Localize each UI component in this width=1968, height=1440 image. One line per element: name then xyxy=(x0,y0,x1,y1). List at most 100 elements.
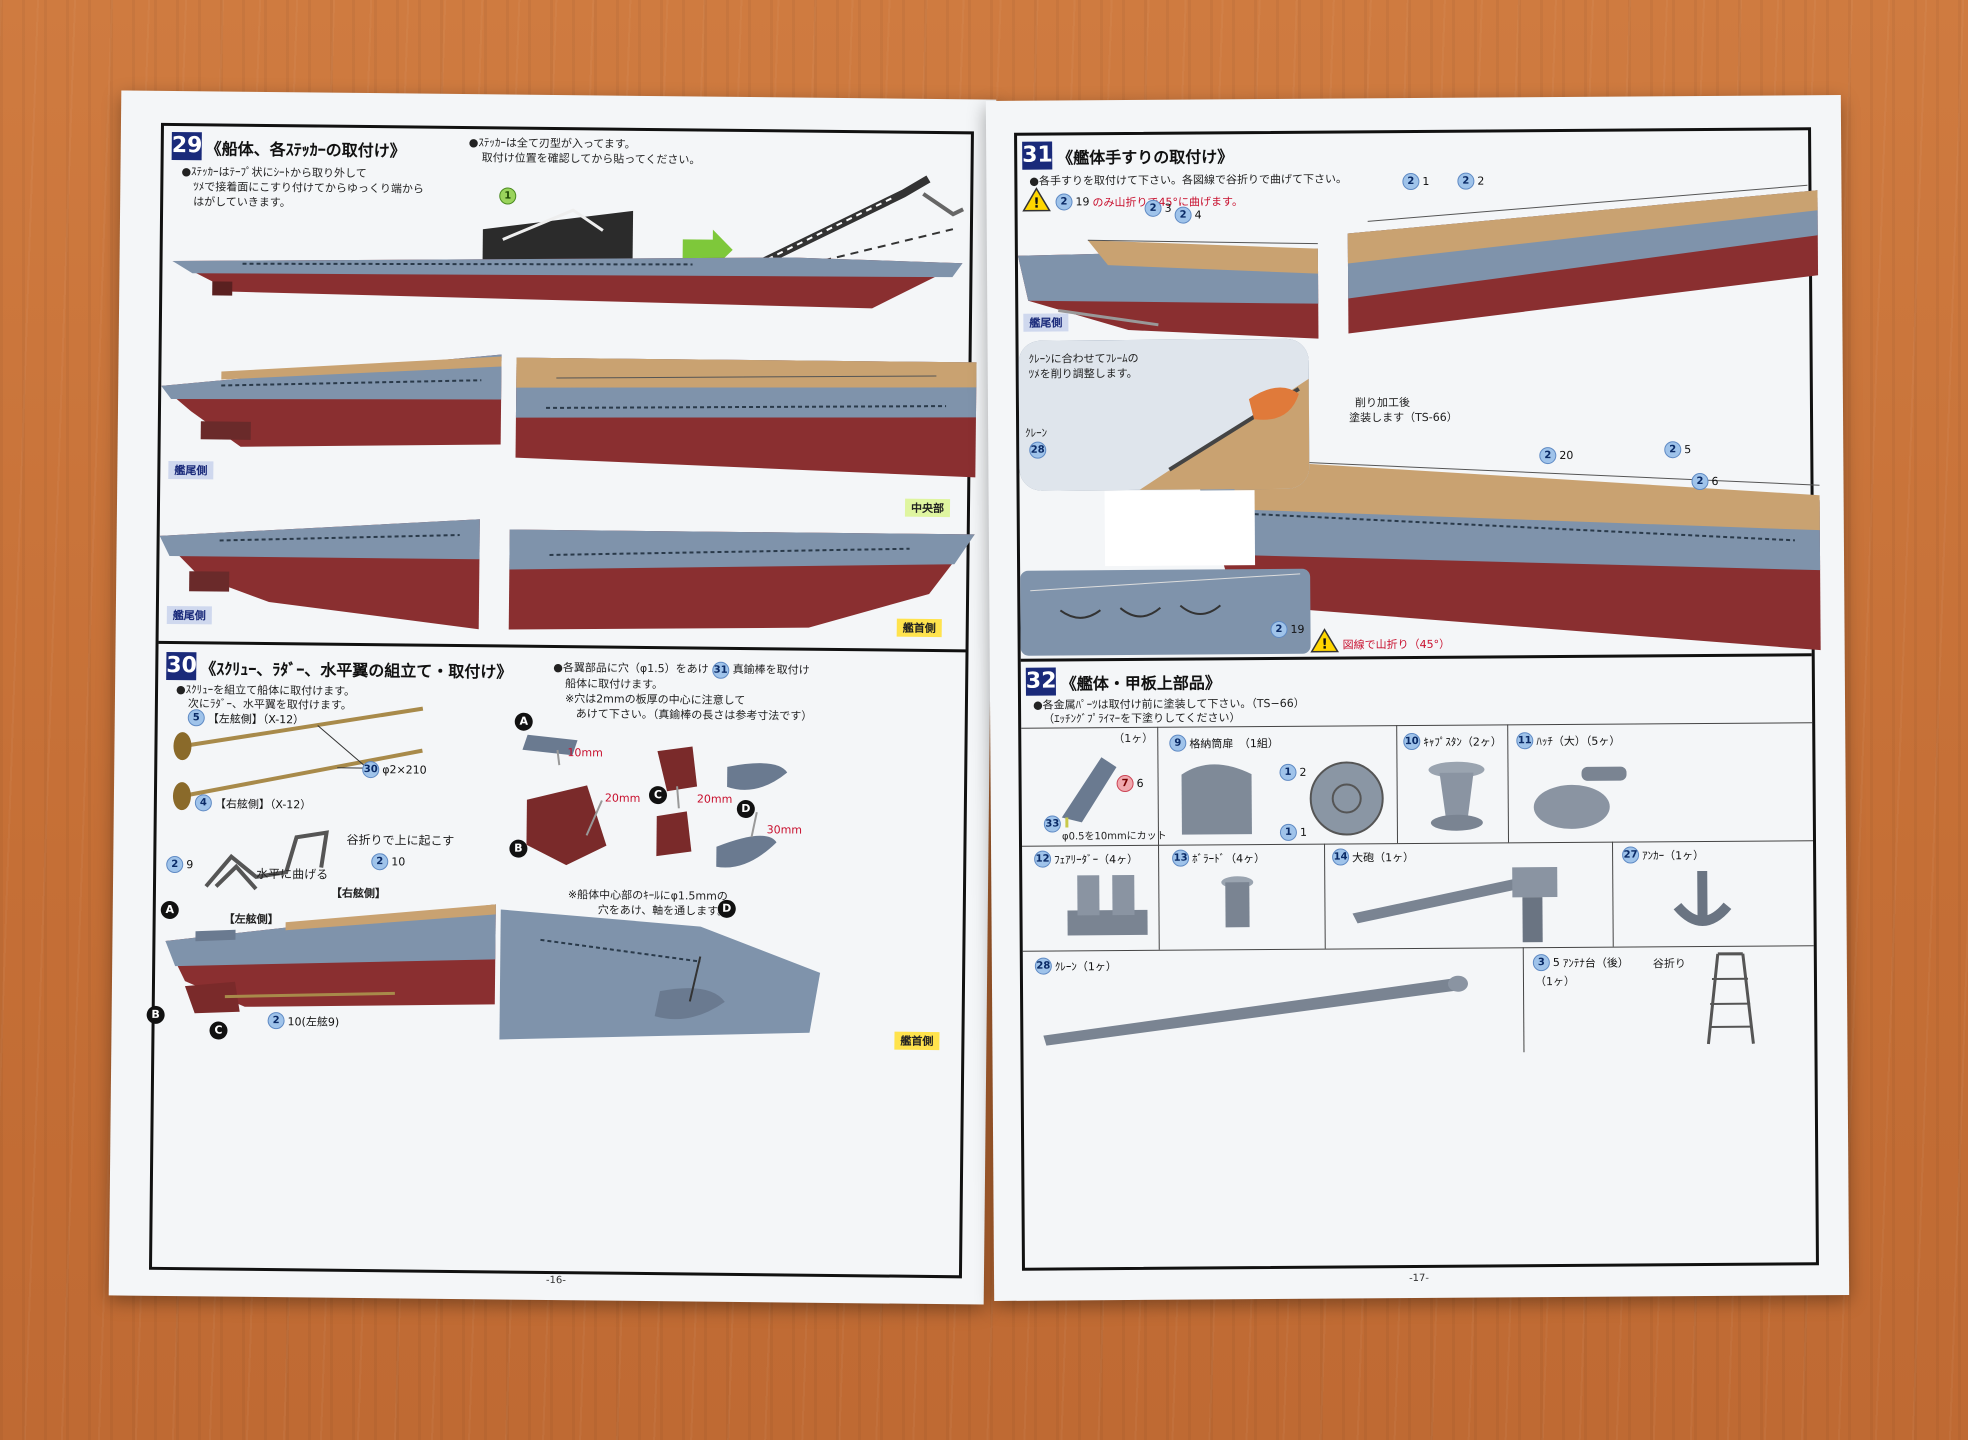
step-30-number: 30 xyxy=(166,652,196,680)
hole-note-1-text: ●各翼部品に穴（φ1.5）をあけ xyxy=(553,661,708,676)
part-2-19-sub: 19 xyxy=(1290,623,1304,636)
cell3-label-text: ｷｬﾌﾟｽﾀﾝ（2ヶ） xyxy=(1423,733,1502,750)
part-4-label: 【右舷側】（X-12） xyxy=(215,795,312,812)
part-number-icon: 27 xyxy=(1622,846,1639,863)
part-2-4: 2 4 xyxy=(1175,206,1202,223)
grid-line-v3 xyxy=(1507,724,1509,842)
part-2-2-sub: 2 xyxy=(1477,175,1484,188)
anchor-part-art xyxy=(1662,866,1742,937)
cell4-label: 11 ﾊｯﾁ（大）（5ヶ） xyxy=(1516,732,1620,750)
step-29-note5: 取付け位置を確認してから貼ってください。 xyxy=(482,150,701,167)
part-number-icon: 11 xyxy=(1516,732,1533,749)
cell8-label: 27 ｱﾝｶｰ（1ヶ） xyxy=(1622,846,1704,864)
handrail-closeup xyxy=(1020,569,1311,656)
label-stern-31: 艦尾側 xyxy=(1023,313,1068,331)
cell2-p1: 1 2 xyxy=(1279,764,1306,781)
part-number-icon: 2 xyxy=(1270,621,1287,638)
part-number-icon: 10 xyxy=(1403,733,1420,750)
step-29-note4: ●ｽﾃｯｶｰは全て刃型が入ってます。 xyxy=(469,135,636,152)
part-number-icon: 30 xyxy=(362,761,379,778)
hole-note-1b-text: 真鍮棒を取付け xyxy=(733,663,810,677)
part-2-3-sub: 3 xyxy=(1165,202,1172,215)
crane-part: 28 xyxy=(1029,442,1046,459)
letter-d-marker: D xyxy=(737,800,755,818)
letter-c-marker: C xyxy=(649,786,667,804)
hole-note-4: あけて下さい。（真鍮棒の長さは参考寸法です） xyxy=(576,706,813,723)
part-2-9: 2 9 xyxy=(166,856,193,873)
part-2-19: 2 19 xyxy=(1270,621,1304,638)
part-number-icon: 2 xyxy=(371,853,388,870)
grid-line-v4 xyxy=(1324,844,1326,949)
cell4-label-text: ﾊｯﾁ（大）（5ヶ） xyxy=(1536,732,1620,749)
grid-line-v2 xyxy=(1396,725,1398,843)
mid-deck-view xyxy=(1347,190,1818,333)
warn2-text: 図線で山折り（45°） xyxy=(1343,637,1451,653)
grid-line-v5 xyxy=(1612,842,1614,947)
part-number-icon: 1 xyxy=(1280,824,1297,841)
part-number-icon: 2 xyxy=(166,856,183,873)
right-side-label: 【右舷側】 xyxy=(331,886,386,902)
part-2-1-sub: 1 xyxy=(1422,175,1429,188)
letter-a-marker-2: A xyxy=(161,901,179,919)
dim-b: 20mm xyxy=(605,791,641,806)
part-number-icon: 28 xyxy=(1029,442,1046,459)
step-29-note3: はがしていきます。 xyxy=(193,194,291,210)
cell2-label-text: 格納筒扉 （1組） xyxy=(1189,734,1279,751)
part-2-6: 2 6 xyxy=(1691,473,1718,490)
step-32-number: 32 xyxy=(1026,668,1056,696)
part-2-6-sub: 6 xyxy=(1711,475,1718,488)
part-2-20-sub: 20 xyxy=(1559,449,1573,462)
cell2-label: 9 格納筒扉 （1組） xyxy=(1169,734,1279,752)
part-number-icon: 2 xyxy=(268,1012,285,1029)
right-page: 3 1 《艦体手すりの取付け》 ●各手すりを取付けて下さい。各図線で谷折りで曲げて… xyxy=(986,95,1849,1301)
shave-note-2: 塗装します（TS-66） xyxy=(1349,410,1458,426)
cell3-label: 10 ｷｬﾌﾟｽﾀﾝ（2ヶ） xyxy=(1403,732,1502,750)
cell1-part: 7 6 xyxy=(1117,775,1144,792)
cell1-note: φ0.5を10mmにカット xyxy=(1062,829,1167,845)
dim-c: 20mm xyxy=(697,792,733,807)
crane-label: ｸﾚｰﾝ xyxy=(1025,426,1047,441)
cell1-qty: （1ヶ） xyxy=(1113,731,1153,746)
part-2-10b: 2 10(左舷9) xyxy=(268,1012,340,1030)
part-number-icon: 3 xyxy=(1533,954,1550,971)
right-page-frame: 3 1 《艦体手すりの取付け》 ●各手すりを取付けて下さい。各図線で谷折りで曲げて… xyxy=(1014,127,1819,1271)
step-31-note1: ●各手すりを取付けて下さい。各図線で谷折りで曲げて下さい。 xyxy=(1029,171,1347,188)
part-2-5-sub: 5 xyxy=(1684,443,1691,456)
left-page-frame: 29 《船体、各ｽﾃｯｶｰの取付け》 ●ｽﾃｯｶｰはﾃｰﾌﾟ状にｼｰﾄから取り外… xyxy=(149,123,974,1278)
part-number-icon: 2 xyxy=(1402,173,1419,190)
shave-note-1: 削り加工後 xyxy=(1355,395,1410,410)
blank-area xyxy=(1105,490,1256,566)
part-30: 30 φ2×210 xyxy=(362,761,427,779)
part-number-icon: 2 xyxy=(1691,473,1708,490)
part-number-icon: 4 xyxy=(195,794,212,811)
step-31-title: 《艦体手すりの取付け》 xyxy=(1057,143,1233,168)
crane-note-1: ｸﾚｰﾝに合わせてﾌﾚｰﾑの xyxy=(1029,351,1139,367)
part-number-icon: 2 xyxy=(1457,173,1474,190)
part-number-icon: 2 xyxy=(1664,441,1681,458)
step-29-title: 《船体、各ｽﾃｯｶｰの取付け》 xyxy=(206,135,406,161)
hull-stern-closeup xyxy=(160,351,501,465)
cell10-label-text: ｱﾝﾃﾅ台（後） xyxy=(1563,954,1629,970)
letter-c-marker-2: C xyxy=(209,1021,227,1039)
cell2-p2-sub: 1 xyxy=(1300,826,1307,839)
part-number-icon: 2 xyxy=(1055,193,1072,210)
left-page: 29 《船体、各ｽﾃｯｶｰの取付け》 ●ｽﾃｯｶｰはﾃｰﾌﾟ状にｼｰﾄから取り外… xyxy=(109,90,997,1304)
part-2-2: 2 2 xyxy=(1457,173,1484,190)
label-bow-30: 艦首側 xyxy=(894,1032,939,1050)
part-2-20: 2 20 xyxy=(1539,447,1573,464)
crane-part-art xyxy=(1038,968,1479,1051)
part-5: 5 【左舷側】（X-12） xyxy=(188,709,305,727)
cell6-label-text: ﾎﾞﾗｰﾄﾞ（4ヶ） xyxy=(1192,850,1265,867)
right-page-number: -17- xyxy=(1409,1273,1429,1284)
label-stern-1: 艦尾側 xyxy=(168,461,213,479)
part-number-icon: 33 xyxy=(1044,815,1061,832)
dim-d: 30mm xyxy=(767,822,803,837)
cell8-label-text: ｱﾝｶｰ（1ヶ） xyxy=(1642,847,1704,863)
cell2-p2: 1 1 xyxy=(1280,824,1307,841)
hole-note-2: 船体に取付けます。 xyxy=(565,676,663,692)
cell10-sub: 5 xyxy=(1553,956,1560,969)
part-number-icon: 31 xyxy=(712,662,729,679)
svg-text:!: ! xyxy=(1033,196,1040,212)
cell1-part2: 33 xyxy=(1044,815,1061,832)
